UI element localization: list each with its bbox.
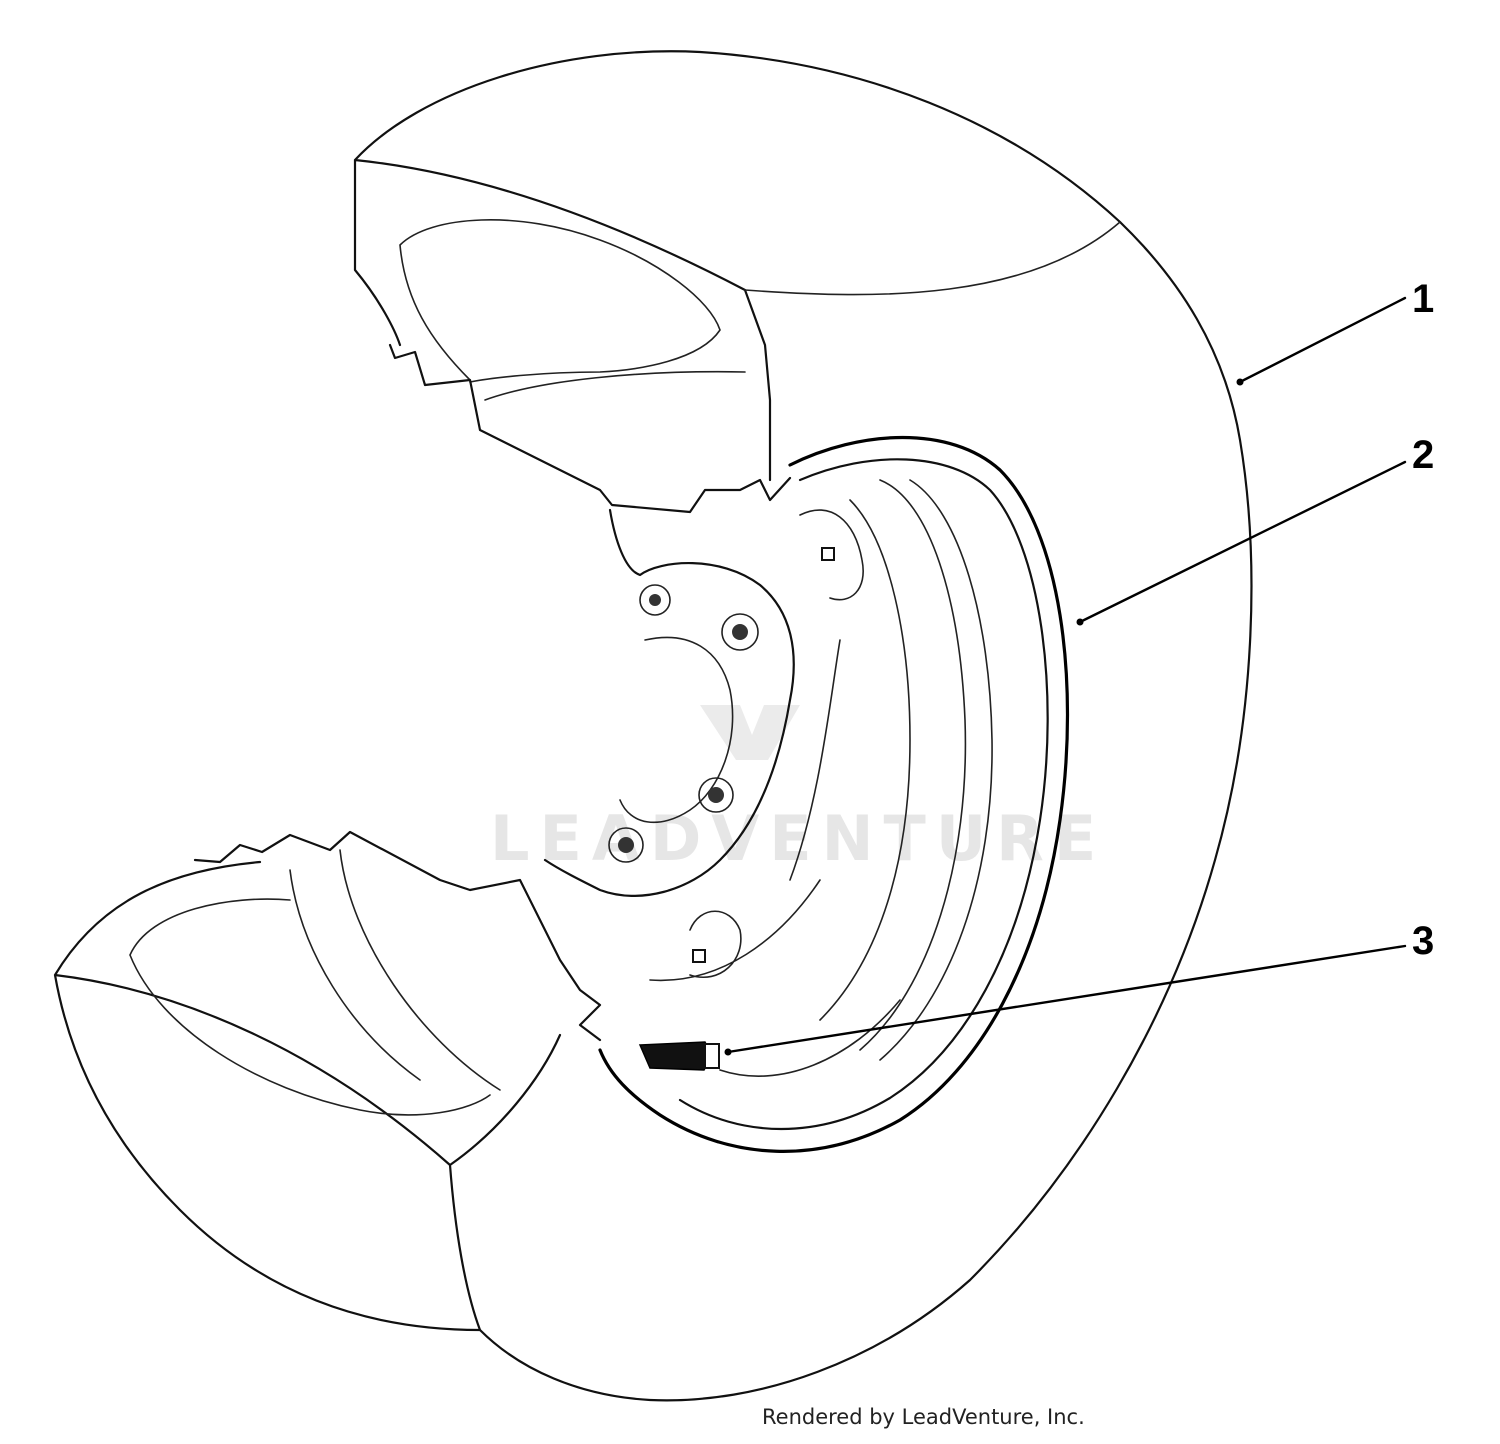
lug-hole-center (618, 837, 634, 853)
leader-dot-2 (1076, 618, 1084, 626)
watermark-logo-icon (700, 705, 800, 760)
rim-top-cut-profile (388, 343, 792, 514)
wheel-hub-opening (619, 636, 734, 824)
rim-bottom-cut-profile (193, 830, 602, 1042)
valve-stem-body (638, 1041, 713, 1071)
leader-line-3 (726, 944, 1407, 1054)
callout-2: 2 (1412, 433, 1434, 477)
tire-outer-sidewall (478, 220, 1253, 1402)
callouts: 1 2 3 (724, 277, 1434, 1056)
valve-stem-cap (704, 1043, 720, 1069)
rim-inner-flange (678, 458, 1049, 1131)
lug-hole (721, 613, 759, 651)
leader-line-1 (1238, 296, 1407, 384)
wheel-rim (193, 343, 1070, 1153)
lug-hole (608, 827, 644, 863)
wheel-center-disc (543, 508, 795, 897)
rim-barrel-ring-4 (719, 999, 901, 1077)
tire (53, 50, 1253, 1402)
watermark-text: LEADVENTURE (490, 802, 1106, 875)
leader-dot-3 (724, 1048, 732, 1056)
ear-bolt-hole (692, 949, 706, 963)
rendered-by-credit: Rendered by LeadVenture, Inc. (762, 1405, 1085, 1429)
valve-stem (638, 1041, 720, 1071)
lug-hole (639, 584, 671, 616)
watermark: LEADVENTURE (490, 705, 1106, 875)
rim-barrel-ring-2 (879, 479, 993, 1061)
rim-barrel-ring-3 (819, 499, 911, 1021)
wheel-disc-ears (649, 509, 864, 982)
leader-dot-1 (1236, 378, 1244, 386)
tire-top-cut-face (353, 50, 1122, 482)
tire-bottom-cavity (129, 849, 501, 1116)
lug-hole-center (649, 594, 661, 606)
rim-barrel-ring-1 (859, 479, 967, 1051)
ear-bolt-hole (821, 547, 835, 561)
lug-hole-center (732, 624, 748, 640)
callout-3: 3 (1412, 919, 1434, 963)
tire-bottom-cut-face (53, 860, 562, 1332)
leader-line-2 (1078, 460, 1407, 624)
rim-outer-flange (598, 435, 1070, 1153)
lug-hole-center (708, 787, 724, 803)
tire-top-cavity (399, 219, 746, 401)
lug-hole (698, 777, 734, 813)
callout-1: 1 (1412, 277, 1434, 321)
tire-sidewall-crease (744, 221, 1121, 296)
